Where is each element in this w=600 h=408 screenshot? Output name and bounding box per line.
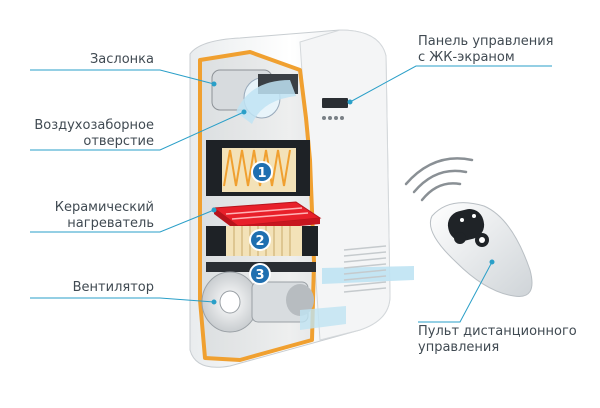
label-panel-line2: с ЖК-экраном — [418, 50, 515, 65]
label-damper: Заслонка — [89, 52, 154, 67]
label-intake-line1: Воздухозаборное — [34, 118, 154, 133]
intake-airflow — [236, 80, 296, 124]
badge-3: 3 — [249, 263, 271, 285]
label-heater-line2: нагреватель — [67, 216, 154, 231]
label-remote: Пульт дистанционного управления — [418, 324, 596, 356]
label-heater: Керамический нагреватель — [30, 200, 154, 232]
label-panel-line1: Панель управления — [418, 34, 554, 49]
label-remote-line1: Пульт дистанционного — [418, 324, 577, 339]
remote-control-icon — [430, 202, 533, 297]
outlet-grille — [343, 245, 387, 293]
label-heater-line1: Керамический — [54, 200, 154, 215]
control-panel — [322, 98, 348, 120]
wireless-signal-icon — [404, 157, 474, 202]
label-remote-line2: управления — [418, 340, 500, 355]
badge-2: 2 — [249, 229, 271, 251]
label-intake-line2: отверстие — [83, 134, 154, 149]
badge-2-number: 2 — [255, 234, 264, 249]
label-intake: Воздухозаборное отверстие — [20, 118, 154, 150]
badge-1-number: 1 — [257, 166, 266, 181]
leader-lines — [30, 65, 552, 323]
badge-1: 1 — [251, 161, 273, 183]
label-fan: Вентилятор — [72, 280, 154, 295]
badge-3-number: 3 — [255, 268, 264, 283]
label-control-panel: Панель управления с ЖК-экраном — [418, 34, 588, 66]
